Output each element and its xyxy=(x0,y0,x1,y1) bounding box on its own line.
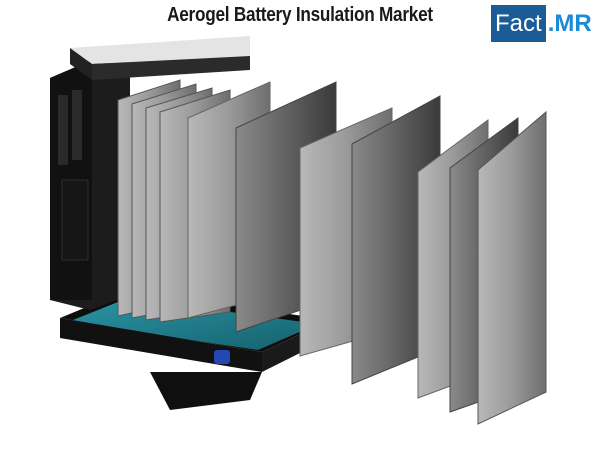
battery-housing xyxy=(50,36,250,310)
brand-logo: Fact .MR xyxy=(491,5,597,42)
battery-module-illustration xyxy=(50,36,547,425)
logo-text-primary: Fact xyxy=(491,5,546,42)
insulation-sheet xyxy=(477,110,547,425)
connector-blue xyxy=(214,350,230,364)
logo-text-accent: .MR xyxy=(545,5,594,42)
page-title: Aerogel Battery Insulation Market xyxy=(167,4,433,26)
